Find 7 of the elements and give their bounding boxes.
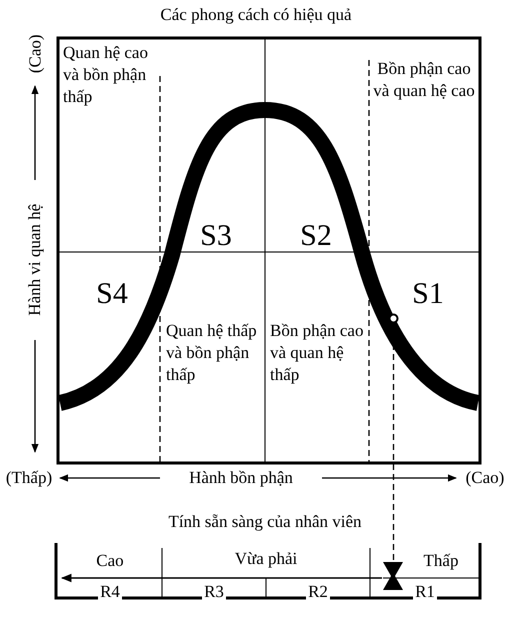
quadrant-text: Bồn phận cao và quan hệ thấp xyxy=(270,320,366,440)
diagram-title: Các phong cách có hiệu quả xyxy=(159,4,353,26)
point-marker xyxy=(388,313,399,324)
quadrant-text: Quan hệ thấp và bồn phận thấp xyxy=(166,320,262,440)
hourglass-marker xyxy=(383,562,403,590)
quadrant-text: Bồn phận cao và quan hệ cao xyxy=(372,58,476,170)
quadrant-text: Quan hệ cao và bồn phận thấp xyxy=(63,42,163,108)
